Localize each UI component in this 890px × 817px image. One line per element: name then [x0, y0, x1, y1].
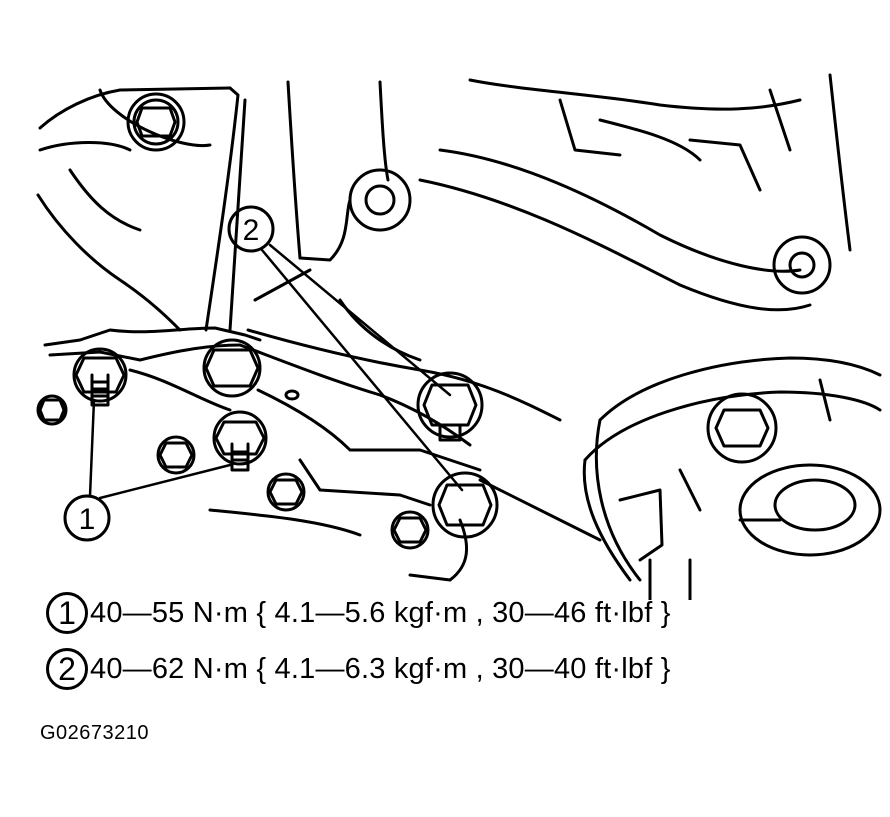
callout-2-marker — [227, 205, 275, 253]
callout-2-label: 2 — [243, 214, 260, 247]
top-bolt — [126, 92, 186, 152]
upper-right-housing — [348, 73, 852, 312]
torque-spec-1-text: 40—55 N·m { 4.1—5.6 kgf·m , 30—46 ft·lbf… — [90, 596, 671, 629]
callout-leaders — [63, 205, 464, 542]
torque-spec-2: 2 40—62 N·m { 4.1—6.3 kgf·m , 30—40 ft·l… — [46, 646, 671, 692]
callout-1-label: 1 — [79, 503, 96, 536]
callout-1-marker — [63, 494, 111, 542]
bolts — [36, 338, 499, 550]
flywheel-shroud — [582, 356, 882, 600]
torque-spec-2-text: 40—62 N·m { 4.1—6.3 kgf·m , 30—40 ft·lbf… — [90, 652, 671, 685]
upper-left-housing — [36, 86, 247, 332]
callout-number-1: 1 — [46, 592, 88, 634]
figure-id: G02673210 — [40, 722, 150, 744]
mounting-bracket-plate — [43, 268, 602, 582]
torque-spec-1: 1 40—55 N·m { 4.1—5.6 kgf·m , 30—46 ft·l… — [46, 590, 671, 636]
vertical-bracket — [286, 80, 390, 262]
callout-number-2: 2 — [46, 648, 88, 690]
engine-mount-illustration: 2 1 — [36, 73, 882, 600]
